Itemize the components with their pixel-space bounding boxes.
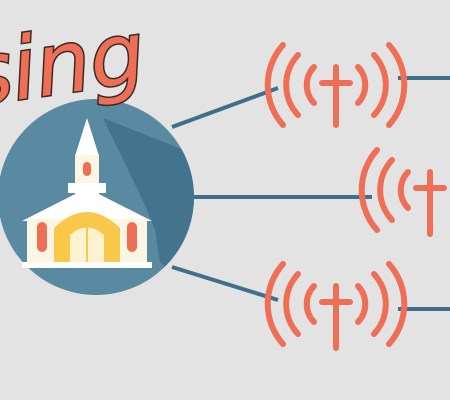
- connector-lines: [171, 76, 450, 311]
- connector-line-bottom: [171, 265, 279, 302]
- broadcast-cross-icon: [358, 147, 447, 237]
- church-roof: [22, 188, 152, 221]
- connector-line-top: [171, 86, 279, 129]
- hub-long-shadow: [103, 118, 194, 295]
- church-icon: [22, 118, 152, 268]
- church-base: [22, 262, 152, 268]
- broadcast-cross-icon: [264, 261, 408, 351]
- broadcast-cross-icon: [264, 42, 408, 128]
- church-hub: [0, 99, 194, 295]
- church-spire: [75, 118, 99, 156]
